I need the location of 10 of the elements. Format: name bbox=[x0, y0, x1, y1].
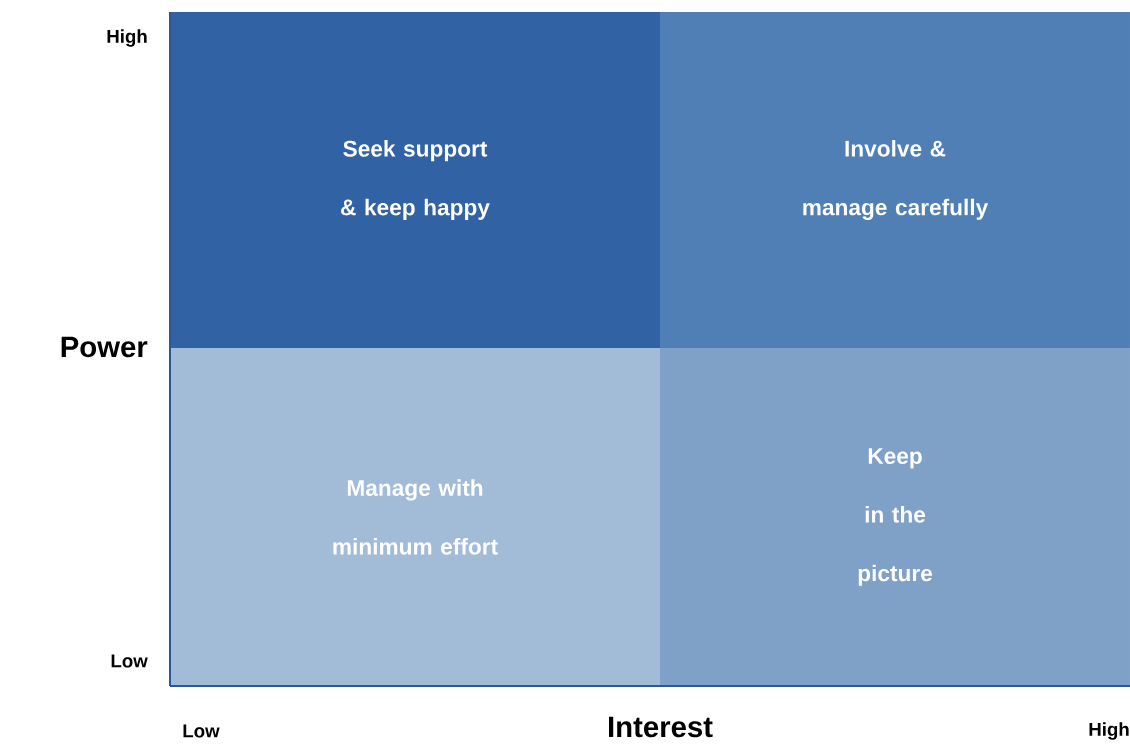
axis-label: High bbox=[1089, 722, 1129, 740]
quadrant-box: Keep in the picture bbox=[660, 348, 1130, 686]
axis-label: Low bbox=[111, 654, 148, 668]
quadrant-box: Manage with minimum effort bbox=[170, 348, 660, 686]
axis-label: Interest bbox=[609, 716, 713, 738]
axis-label: Low bbox=[183, 724, 220, 738]
quadrant-box: Involve & manage carefully bbox=[660, 12, 1130, 348]
quadrant-box: Seek support & keep happy bbox=[170, 12, 660, 348]
axis-label: Power bbox=[61, 336, 148, 358]
axis-label: High bbox=[107, 29, 147, 47]
